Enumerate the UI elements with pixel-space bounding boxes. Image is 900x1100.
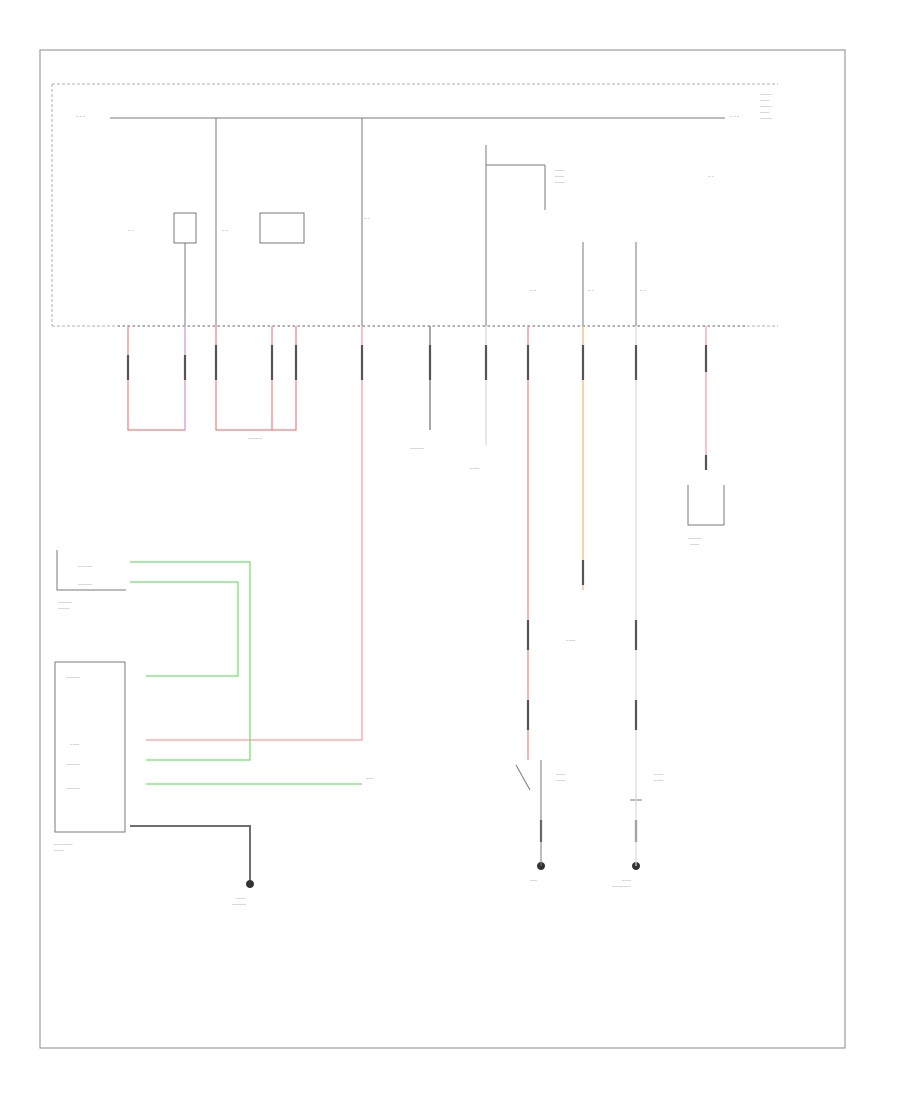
svg-text:~~~~~~: ~~~~~~ — [410, 446, 425, 451]
svg-text:~~~~: ~~~~ — [566, 638, 576, 643]
misc-labels: ~~~~~~ ~~~~~~ ~~~~ ~~~~ ~~~ — [248, 436, 576, 781]
svg-text:~~~~: ~~~~ — [236, 896, 246, 901]
svg-text:~~~~~~: ~~~~~~ — [66, 762, 81, 767]
wire-green-1 — [130, 561, 251, 761]
svg-text:~~~~~~: ~~~~~~ — [78, 564, 93, 569]
svg-text:~ ~: ~ ~ — [588, 288, 594, 293]
fuse-relay-box-2 — [259, 212, 305, 244]
svg-text:~~~~: ~~~~ — [54, 848, 64, 853]
svg-text:~~~: ~~~ — [366, 776, 374, 781]
fuse-relay-box-1 — [173, 212, 197, 244]
svg-text:~~~~: ~~~~ — [555, 168, 565, 173]
svg-text:~~~~~~: ~~~~~~ — [688, 536, 703, 541]
svg-text:~~~~~~: ~~~~~~ — [248, 436, 263, 441]
svg-text:~ ~ ~: ~ ~ ~ — [730, 114, 740, 119]
svg-text:~~~~: ~~~~ — [555, 180, 565, 185]
connector-marks — [126, 345, 708, 842]
svg-text:~~~~: ~~~~ — [70, 742, 80, 747]
right-small-component: ~~~~~~ ~~~~ — [687, 485, 725, 547]
svg-text:~~~~: ~~~~ — [690, 542, 700, 547]
svg-text:~~~~: ~~~~ — [760, 110, 770, 115]
svg-text:~~~~~~: ~~~~~~ — [66, 786, 81, 791]
wire-red-loop-second — [215, 326, 297, 431]
wire-red-loop-left — [127, 326, 185, 431]
svg-text:~~~~~: ~~~~~ — [760, 116, 772, 121]
ground-right: ~~~~ ~~~~~~~~ — [612, 862, 640, 889]
svg-text:~~~~~: ~~~~~ — [760, 92, 772, 97]
svg-text:~~~~~~: ~~~~~~ — [66, 675, 81, 680]
svg-text:~ ~: ~ ~ — [364, 216, 370, 221]
svg-text:~~~~~~: ~~~~~~ — [232, 902, 247, 907]
svg-text:~~~~~~~~: ~~~~~~~~ — [612, 884, 631, 889]
svg-text:~~~~: ~~~~ — [654, 772, 664, 777]
svg-text:~ ~: ~ ~ — [640, 288, 646, 293]
svg-text:~~~: ~~~ — [530, 878, 538, 883]
svg-text:~ ~: ~ ~ — [530, 288, 536, 293]
svg-text:~~~~: ~~~~ — [760, 98, 770, 103]
wire-green-2 — [130, 581, 239, 677]
fuse-box: ~ ~ ~ ~ ~ ~ ~~~~~ ~~~~ ~~~~~ ~~~~ ~~~~~ … — [51, 83, 778, 327]
ground-module: ~~~~ ~~~~~~ — [232, 880, 254, 907]
svg-text:~~~~: ~~~~ — [622, 878, 632, 883]
svg-text:~~~~: ~~~~ — [556, 778, 566, 783]
switch-left: ~~~~ ~~~~ — [515, 760, 566, 866]
svg-text:~~~~~~~~: ~~~~~~~~ — [54, 842, 73, 847]
svg-text:~~~~: ~~~~ — [555, 174, 565, 179]
left-top-component: ~~~~~~ ~~~~~~ ~~~~~~ ~~~~~ — [56, 550, 126, 611]
svg-text:~~~~~: ~~~~~ — [760, 104, 772, 109]
svg-text:~ ~: ~ ~ — [128, 228, 134, 233]
wires — [127, 326, 707, 880]
svg-text:~~~~~~: ~~~~~~ — [78, 582, 93, 587]
left-bottom-module: ~~~~~~ ~~~~ ~~~~~~ ~~~~~~ ~~~~~~~~ ~~~~ — [54, 661, 126, 853]
svg-text:~~~~~: ~~~~~ — [58, 606, 70, 611]
ground-switch: ~~~ — [530, 862, 545, 883]
svg-text:~~~~: ~~~~ — [556, 772, 566, 777]
svg-text:~~~~~~: ~~~~~~ — [58, 600, 73, 605]
svg-text:~ ~: ~ ~ — [708, 174, 714, 179]
svg-text:~ ~ ~: ~ ~ ~ — [76, 114, 86, 119]
wire-module-ground — [130, 825, 251, 880]
switch-right: ~~~~ ~~~~ — [630, 772, 664, 866]
svg-text:~~~~: ~~~~ — [654, 778, 664, 783]
svg-text:~ ~: ~ ~ — [222, 228, 228, 233]
svg-text:~~~~: ~~~~ — [470, 466, 480, 471]
diagram-frame — [39, 49, 846, 1049]
wire-red-long — [146, 326, 363, 741]
